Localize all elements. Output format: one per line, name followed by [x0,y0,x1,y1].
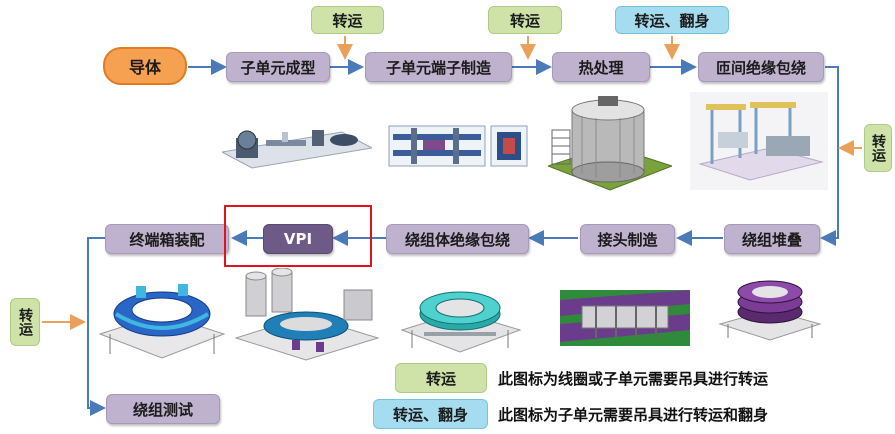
step-joint-manufacturing: 接头制造 [580,224,675,254]
legend-transfer-flip-tag: 转运、翻身 [373,399,488,429]
step-label: 子单元端子制造 [385,58,491,77]
transfer-tag-2: 转运 [488,6,562,34]
tag-label: 转运 [870,134,886,162]
legend-tag-label: 转运 [425,369,456,388]
tag-label: 转运 [17,308,33,336]
transfer-tag-left: 转运 [10,298,40,346]
step-winding-test: 绕组测试 [106,394,220,424]
step-label: 绕组体绝缘包绕 [404,230,510,249]
step-label: VPI [283,230,313,248]
step-heat-treatment: 热处理 [552,52,650,82]
step-label: 匝间绝缘包绕 [715,58,806,77]
terminal-illustration [388,125,528,167]
transfer-tag-1: 转运 [311,6,384,34]
start-node-conductor: 导体 [103,47,187,85]
step-label: 接头制造 [597,230,658,249]
forming-line-illustration [222,130,372,169]
terminal-box-coil-illustration [98,284,226,359]
step-label: 绕组测试 [132,400,193,419]
tag-label: 转运、翻身 [634,11,710,30]
step-label: 终端箱装配 [129,230,205,249]
transfer-tag-right: 转运 [864,124,892,172]
vpi-highlight-frame [224,205,372,267]
ground-wrapping-illustration [400,291,522,353]
step-label: 绕组堆叠 [741,230,802,249]
vpi-plant-illustration [234,268,380,361]
legend-transfer-flip-text: 此图标为子单元需要吊具进行转运和翻身 [498,406,769,424]
transfer-flip-tag: 转运、翻身 [615,6,729,34]
step-terminal-manufacturing: 子单元端子制造 [365,52,512,82]
legend-tag-label: 转运、翻身 [392,405,468,424]
step-turn-insulation-wrapping: 匝间绝缘包绕 [698,52,824,82]
legend-transfer-text: 此图标为线圈或子单元需要吊具进行转运 [498,370,769,388]
heat-treatment-furnace-illustration [548,96,672,191]
step-vpi: VPI [263,224,333,254]
step-label: 子单元成型 [240,58,316,77]
joint-illustration [560,290,690,346]
step-sub-unit-forming: 子单元成型 [226,52,330,82]
legend-transfer-tag: 转运 [395,363,487,393]
arrow-terminal-box-to-test [87,237,106,416]
step-ground-insulation-wrapping: 绕组体绝缘包绕 [386,224,529,254]
winding-stack-illustration [718,280,822,341]
step-winding-stacking: 绕组堆叠 [724,224,820,254]
start-label: 导体 [128,58,161,77]
step-label: 热处理 [578,58,624,77]
tag-label: 转运 [332,11,363,30]
tag-label: 转运 [509,11,540,30]
turn-wrapping-station-illustration [690,92,828,190]
step-terminal-box-assembly: 终端箱装配 [105,224,229,254]
